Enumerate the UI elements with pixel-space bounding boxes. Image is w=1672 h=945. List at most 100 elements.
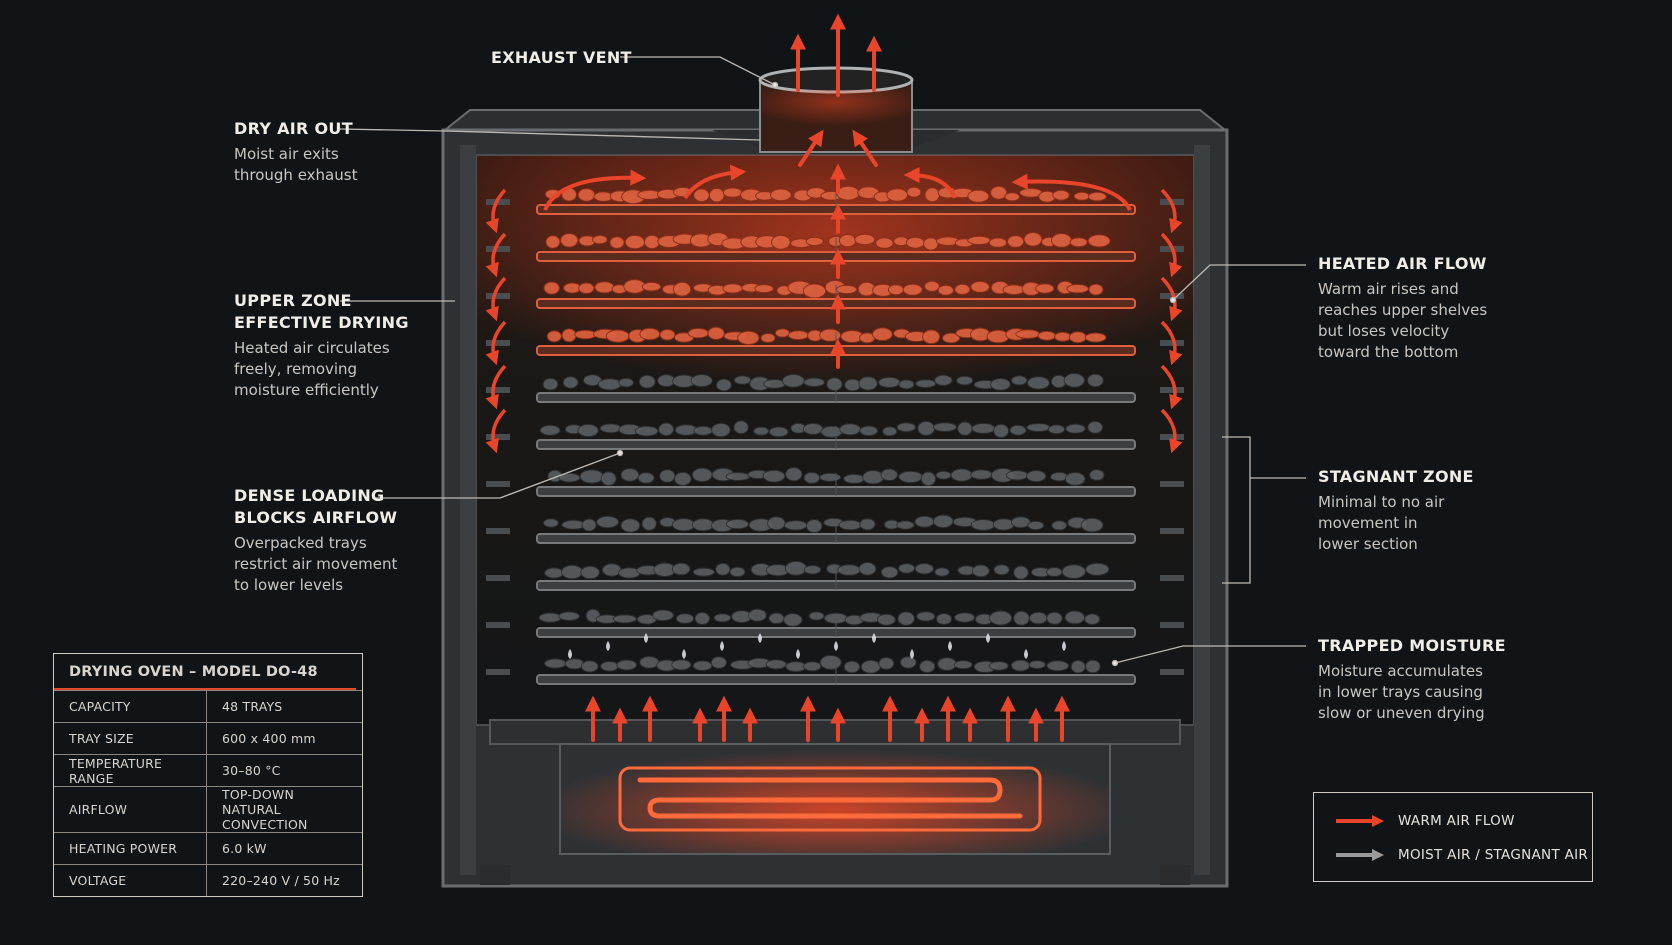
- food-piece: [659, 329, 676, 341]
- food-piece: [1046, 660, 1070, 672]
- food-row: [539, 420, 1104, 438]
- food-piece: [941, 332, 961, 344]
- callout-title: DRY AIR OUT: [234, 119, 353, 138]
- food-piece: [858, 376, 878, 391]
- rail-left: [486, 293, 510, 299]
- food-piece: [1027, 520, 1045, 531]
- food-piece: [858, 562, 877, 576]
- food-piece: [1084, 332, 1107, 343]
- food-piece: [970, 280, 990, 293]
- exhaust-vent: [712, 66, 960, 153]
- food-piece: [639, 656, 660, 669]
- food-piece: [624, 234, 646, 250]
- food-piece: [762, 469, 786, 483]
- food-piece: [1087, 234, 1111, 248]
- food-piece: [872, 327, 893, 342]
- callout-title: UPPER ZONE EFFECTIVE DRYING: [234, 290, 409, 334]
- food-piece: [1069, 237, 1088, 248]
- droplet-icon: [1024, 649, 1028, 659]
- food-piece: [1063, 372, 1086, 388]
- rail-left: [486, 528, 510, 534]
- food-piece: [906, 186, 922, 198]
- food-piece: [767, 516, 786, 531]
- food-row: [544, 185, 1107, 205]
- food-piece: [639, 327, 661, 341]
- food-piece: [1010, 375, 1028, 386]
- food-piece: [950, 468, 974, 482]
- food-piece: [917, 420, 936, 436]
- food-piece: [922, 329, 941, 345]
- food-piece: [760, 333, 776, 343]
- food-piece: [924, 187, 941, 203]
- food-piece: [986, 329, 1010, 344]
- food-piece: [836, 185, 860, 201]
- callout-stagnant-zone: STAGNANT ZONE Minimal to no air movement…: [1318, 466, 1474, 555]
- callout-exhaust-vent: EXHAUST VENT: [491, 47, 632, 69]
- food-piece: [1069, 331, 1087, 344]
- food-piece: [1080, 517, 1104, 533]
- callout-dry-air-out: DRY AIR OUT Moist air exits through exha…: [234, 118, 357, 186]
- food-piece: [1006, 470, 1029, 481]
- food-piece: [1007, 235, 1025, 248]
- food-piece: [935, 470, 952, 480]
- spec-value: 48 TRAYS: [206, 690, 362, 723]
- food-piece: [1051, 520, 1068, 531]
- food-row: [543, 279, 1104, 299]
- food-piece: [860, 659, 881, 674]
- food-piece: [722, 187, 743, 198]
- food-piece: [748, 608, 767, 622]
- food-piece: [923, 237, 939, 251]
- spec-value: 6.0 kW: [206, 832, 362, 865]
- food-piece: [878, 376, 901, 388]
- food-piece: [1089, 469, 1105, 481]
- food-piece: [733, 420, 749, 435]
- food-piece: [618, 377, 635, 388]
- callout-desc: Warm air rises and reaches upper shelves…: [1318, 279, 1487, 363]
- rail-right: [1160, 622, 1184, 628]
- food-piece: [837, 564, 861, 576]
- side-flow-arrow-right: [1160, 408, 1183, 454]
- tray: [536, 420, 1136, 450]
- food-piece: [620, 468, 640, 482]
- food-piece: [826, 377, 843, 392]
- food-piece: [737, 330, 760, 345]
- spec-value: TOP-DOWN NATURAL CONVECTION: [206, 786, 362, 833]
- food-piece: [967, 235, 991, 245]
- table-row: TEMPERATURE RANGE 30–80 °C: [54, 754, 362, 787]
- desc-line: but loses velocity: [1318, 322, 1450, 340]
- food-piece: [897, 611, 916, 626]
- leader-lines: [339, 56, 1306, 667]
- food-piece: [691, 518, 715, 532]
- desc-line: slow or uneven drying: [1318, 704, 1485, 722]
- food-piece: [914, 563, 934, 575]
- food-piece: [691, 467, 713, 483]
- food-piece: [641, 281, 662, 292]
- food-piece: [562, 376, 579, 389]
- food-piece: [924, 280, 940, 292]
- food-piece: [577, 423, 599, 438]
- food-piece: [971, 564, 990, 578]
- food-piece: [770, 188, 792, 202]
- food-piece: [820, 425, 844, 438]
- tray: [536, 467, 1136, 497]
- food-piece: [819, 328, 842, 342]
- food-piece: [612, 614, 638, 624]
- rail-right: [1160, 340, 1184, 346]
- food-piece: [896, 422, 916, 433]
- food-piece: [592, 234, 608, 245]
- food-piece: [803, 661, 822, 672]
- food-piece: [843, 660, 861, 674]
- food-piece: [902, 283, 923, 296]
- callout-desc: Heated air circulates freely, removing m…: [234, 338, 409, 401]
- food-piece: [675, 613, 695, 624]
- food-piece: [652, 609, 675, 622]
- food-piece: [542, 518, 559, 528]
- desc-line: Warm air rises and: [1318, 280, 1459, 298]
- food-piece: [659, 469, 676, 483]
- food-piece: [937, 284, 954, 296]
- desc-line: movement in: [1318, 514, 1418, 532]
- desc-line: lower section: [1318, 535, 1418, 553]
- desc-line: freely, removing: [234, 360, 358, 378]
- food-piece: [1073, 191, 1091, 201]
